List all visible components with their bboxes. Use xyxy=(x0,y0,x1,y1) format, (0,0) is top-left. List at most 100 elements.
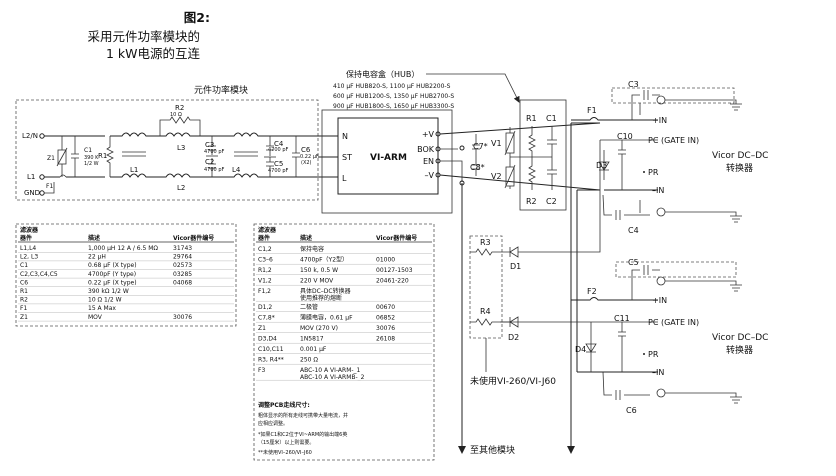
hub-row-2: 600 µF HUB1200-S, 1350 µF HUB2700-S xyxy=(333,93,454,100)
table1-cell-part: R1 xyxy=(20,288,28,295)
ground-icon-4 xyxy=(730,396,742,404)
figure-title: 图2: 采用元件功率模块的 1 kW电源的互连 xyxy=(87,10,210,61)
resistor-r4-label: R4 xyxy=(480,307,491,316)
table2-cell-part: C7,8* xyxy=(258,315,275,322)
table1-cell-desc: 0.22 µF (X type) xyxy=(88,279,137,286)
filter-boundary xyxy=(15,99,319,201)
table1-cell-desc: 10 Ω 1/2 W xyxy=(88,297,122,304)
capacitor-c1 xyxy=(71,136,79,177)
table2-cell-desc: 薄膜电容，0.61 µF xyxy=(300,314,353,322)
capacitor-c1-label: C1 xyxy=(84,147,92,154)
table1-cell-part: R2 xyxy=(20,297,28,304)
diode-d1-label: D1 xyxy=(510,262,521,271)
table2-note-1: 粗体显示的所有走线可携带大量电流，并 xyxy=(258,412,348,419)
fuse-f1-label: F1 xyxy=(46,183,53,190)
capacitor-c5-value: 4700 pF xyxy=(268,168,288,174)
table2-cell-part: V1,2 xyxy=(258,278,272,285)
filter-label: 元件功率模块 xyxy=(194,84,248,96)
capacitor-c5-label: C5 xyxy=(274,160,283,168)
table1-cell-pn: 02573 xyxy=(173,262,192,269)
table2-header-pn: Vicor器件编号 xyxy=(376,234,417,242)
inductor-l1-label: L1 xyxy=(130,166,138,174)
table1-cell-pn: 04068 xyxy=(173,279,192,286)
table1-boundary xyxy=(15,223,237,327)
ground-icon-3 xyxy=(730,284,742,292)
capacitor-c5 xyxy=(266,157,274,177)
table2-cell-desc: ABC-10 A VI-ARMB-_2 xyxy=(300,374,365,381)
vi-arm-pin-minus-v: –V xyxy=(425,171,435,180)
unused-parts-boundary xyxy=(469,235,503,339)
fuse-f2 xyxy=(571,297,658,301)
resistor-r2-label: R2 xyxy=(175,104,184,112)
capacitor-c3-right-label: C3 xyxy=(628,80,639,89)
capacitor-c4-right xyxy=(602,194,650,220)
capacitor-c4-label: C4 xyxy=(274,140,284,148)
table1-cell-part: C1 xyxy=(20,262,28,269)
input-gnd-label: GND xyxy=(24,189,40,197)
table2-cell-desc: 220 V MOV xyxy=(300,278,334,285)
resistor-r1 xyxy=(106,136,114,177)
conv2-pin-plus-in: +IN xyxy=(652,296,667,305)
to-other-modules: 至其他模块 xyxy=(470,444,515,456)
input-gnd-terminal xyxy=(39,190,45,196)
table2-cell-part: R1,2 xyxy=(258,267,272,274)
diode-d4 xyxy=(585,322,597,372)
right-bus: F1 C3 C4 C10 D3 +IN PC (GATE IN) PR –IN … xyxy=(500,80,768,415)
conv1-pin-pc: PC (GATE IN) xyxy=(648,136,699,145)
capacitor-c7 xyxy=(472,134,480,157)
resistor-r1-label: R1 xyxy=(98,152,107,160)
resistor-r4-diode-d2 xyxy=(470,316,519,328)
cap-c3-boundary xyxy=(611,87,735,104)
table2-cell-part: C3–6 xyxy=(258,257,273,264)
table2-cell-pn: 00670 xyxy=(376,304,395,311)
mov-v2 xyxy=(505,166,515,187)
table2-cell-desc: 4700pF（Y2型） xyxy=(300,256,348,264)
table2-cell-desc: 250 Ω xyxy=(300,357,318,364)
diode-d3 xyxy=(598,150,610,180)
inductor-l4-bottom xyxy=(230,173,266,178)
hub-row-1: 410 µF HUB820-S, 1100 µF HUB2200-S xyxy=(333,83,451,90)
table2-note-3: *如果C1和C2位于VI~ARM的输出端6英 xyxy=(258,431,347,438)
inductor-l1-top xyxy=(110,132,160,137)
table1-cell-part: L1,L4 xyxy=(20,245,36,252)
vi-arm-module: VI-ARM N ST L +V BOK EN –V xyxy=(321,109,453,214)
table1-cell-pn: 29764 xyxy=(173,254,192,261)
input-l2n-terminal xyxy=(39,133,45,139)
table2-cell-pn: 01000 xyxy=(376,257,395,264)
cap-c5-boundary xyxy=(615,261,737,278)
capacitor-c7-label: C7* xyxy=(473,142,488,151)
table2-header-desc: 描述 xyxy=(300,234,312,242)
table2-cell-part: F1,2 xyxy=(258,288,271,295)
capacitor-c1-value: 390 K xyxy=(84,155,99,161)
capacitor-c3 xyxy=(208,136,216,155)
table2-cell-pn: 30076 xyxy=(376,325,395,332)
hub-c1-label: C1 xyxy=(546,114,557,123)
table2-cell-pn: 20461-220 xyxy=(376,278,409,285)
capacitor-c6 xyxy=(292,136,300,177)
capacitor-c6-right xyxy=(602,371,650,400)
mov-z1-label: Z1 xyxy=(47,155,55,162)
hub-r2-label: R2 xyxy=(526,197,537,206)
figure-title-line2: 1 kW电源的互连 xyxy=(106,46,201,61)
inductor-l4-top xyxy=(230,132,266,137)
figure-title-line1: 采用元件功率模块的 xyxy=(87,29,200,44)
vi-arm-name: VI-ARM xyxy=(370,153,407,163)
capacitor-c6-value2: (X2) xyxy=(301,160,312,166)
capacitor-c6-right-label: C6 xyxy=(626,406,637,415)
figure-number: 图2: xyxy=(184,10,210,25)
capacitor-c2-label: C2 xyxy=(205,158,214,166)
conv2-pin-minus-in: –IN xyxy=(652,368,664,377)
vi-arm-body xyxy=(337,117,439,195)
table1-cell-part: F1 xyxy=(20,305,27,312)
diode-d3-label: D3 xyxy=(596,161,607,170)
conv2-pin-pc: PC (GATE IN) xyxy=(648,318,699,327)
vi-arm-pin-l: L xyxy=(342,174,347,183)
input-filter: 元件功率模块 L2/N L1 GND F1 Z1 C1 390 K 1/2 W … xyxy=(15,84,319,201)
capacitor-c11 xyxy=(618,322,626,372)
table1-cell-desc: 4700pF (Y type) xyxy=(88,271,136,278)
input-l2n-label: L2/N xyxy=(22,132,38,140)
hub-resistors xyxy=(528,126,536,190)
table1-cell-pn: 30076 xyxy=(173,314,192,321)
